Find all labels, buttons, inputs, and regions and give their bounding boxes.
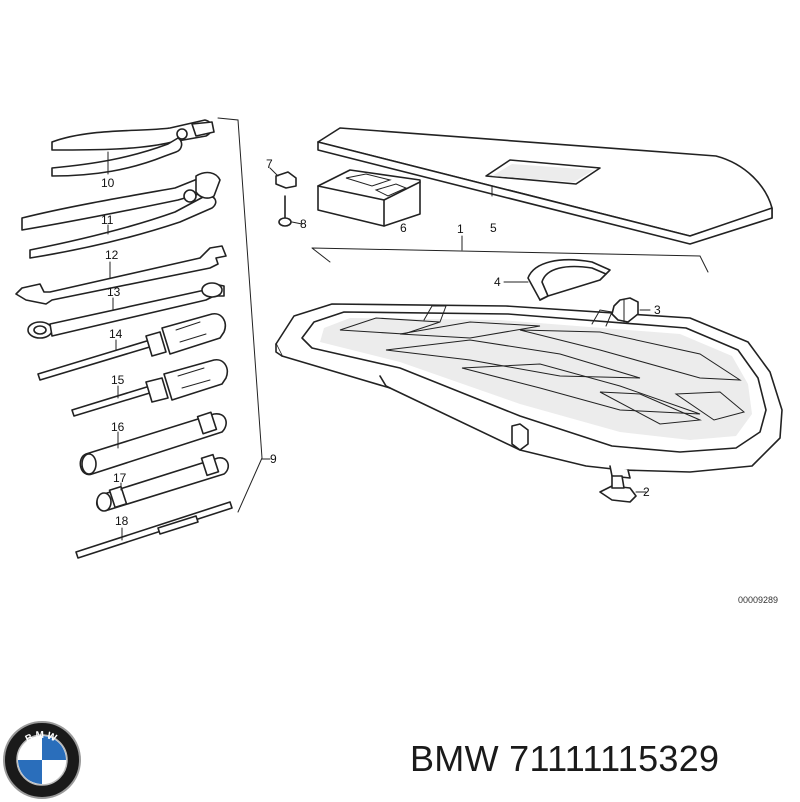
callout-3: 3 <box>654 303 661 317</box>
callout-16: 16 <box>111 420 125 434</box>
callout-2: 2 <box>643 485 650 499</box>
tool-tray-part-1 <box>275 235 783 479</box>
screw-part-8 <box>278 195 303 227</box>
foam-block-part-6 <box>317 169 421 227</box>
callout-15: 15 <box>111 373 125 387</box>
part-number-label: BMW 71111115329 <box>410 738 720 779</box>
callout-14: 14 <box>109 327 123 341</box>
callout-18: 18 <box>115 514 129 528</box>
callout-9: 9 <box>270 452 277 466</box>
screwdriver-part-14 <box>37 312 227 381</box>
screwdriver-part-15 <box>71 358 229 417</box>
clip-part-7 <box>269 167 297 189</box>
callout-13: 13 <box>107 285 121 299</box>
callout-12: 12 <box>105 248 119 262</box>
wrench-part-12 <box>15 245 227 305</box>
fastener-part-2 <box>599 475 647 503</box>
tool-group-bracket <box>217 117 263 513</box>
callout-11: 11 <box>101 213 114 227</box>
wing-nut-part-3 <box>611 297 651 323</box>
callout-4: 4 <box>494 275 501 289</box>
drawing-number: 00009289 <box>738 595 778 605</box>
spark-plug-socket-part-17 <box>96 453 230 512</box>
callout-7: 7 <box>266 157 273 171</box>
box-wrench-part-16 <box>79 411 227 476</box>
callout-1: 1 <box>457 222 464 236</box>
combination-wrench-part-13 <box>27 282 225 339</box>
callout-5: 5 <box>490 221 497 235</box>
svg-text:BMW: BMW <box>24 730 60 745</box>
callout-8: 8 <box>300 217 307 231</box>
callout-6: 6 <box>400 221 407 235</box>
bmw-logo: BMW <box>3 721 81 799</box>
pliers-part-10 <box>51 119 215 177</box>
cover-panel-part-5 <box>317 127 773 245</box>
callout-10: 10 <box>101 176 115 190</box>
slip-joint-pliers-part-11 <box>21 171 221 259</box>
callout-17: 17 <box>113 471 127 485</box>
tommy-bar-part-18 <box>75 501 233 559</box>
strap-part-4 <box>503 258 611 301</box>
